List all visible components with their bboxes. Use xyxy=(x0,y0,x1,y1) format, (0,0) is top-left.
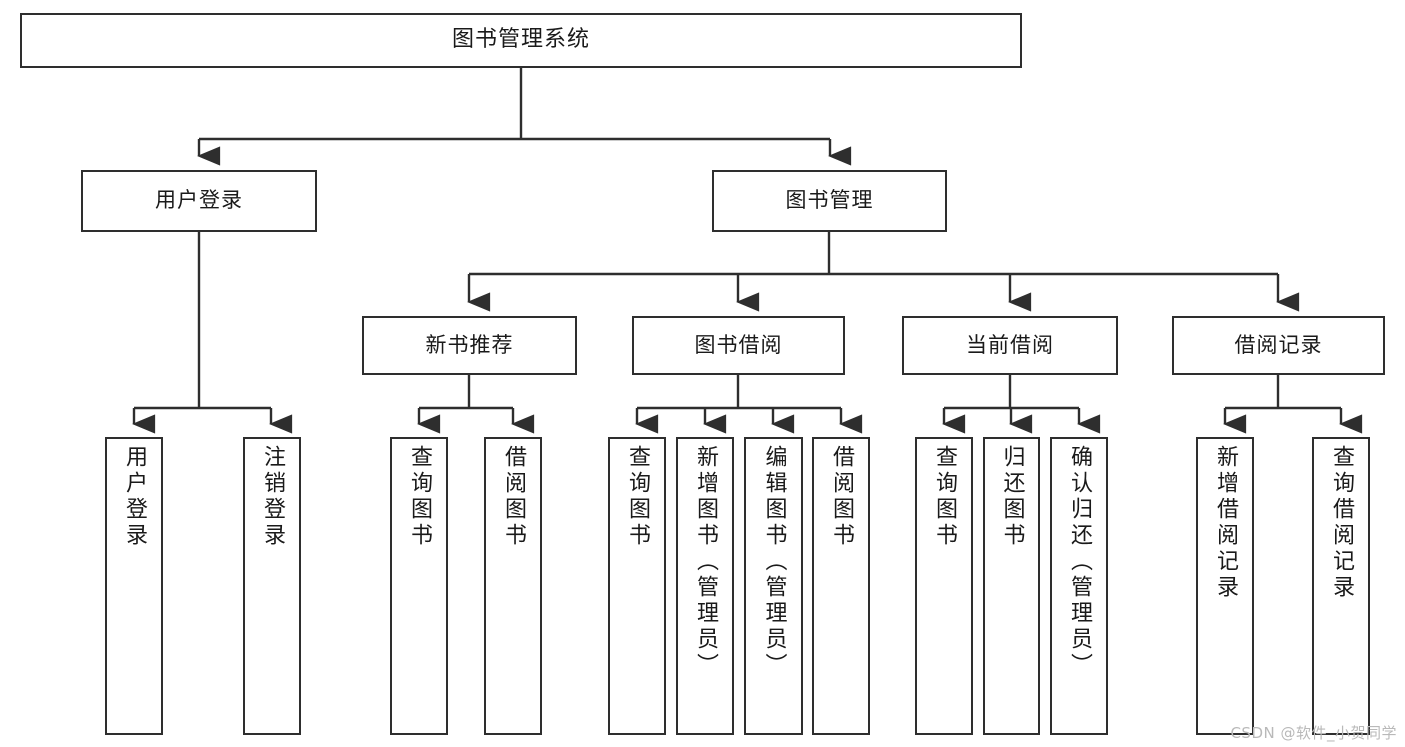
node-leaf-borrow-book-1-label: 借阅图书 xyxy=(501,445,526,549)
node-leaf-add-borrow-record[interactable]: 新增借阅记录 xyxy=(1196,437,1254,735)
node-user-login-label: 用户登录 xyxy=(155,188,243,213)
node-leaf-borrow-book-1[interactable]: 借阅图书 xyxy=(484,437,542,735)
node-leaf-borrow-book-2-label: 借阅图书 xyxy=(829,445,854,549)
node-leaf-return-book-label: 归还图书 xyxy=(999,445,1025,549)
node-leaf-confirm-return-admin-label: 确认归还（管理员） xyxy=(1067,445,1092,679)
node-leaf-query-book-3[interactable]: 查询图书 xyxy=(915,437,973,735)
node-root[interactable]: 图书管理系统 xyxy=(20,13,1022,68)
node-leaf-return-book[interactable]: 归还图书 xyxy=(983,437,1040,735)
node-borrow-record[interactable]: 借阅记录 xyxy=(1172,316,1385,375)
node-current-borrow[interactable]: 当前借阅 xyxy=(902,316,1118,375)
node-leaf-query-book-2[interactable]: 查询图书 xyxy=(608,437,666,735)
node-leaf-add-book-admin-label: 新增图书（管理员） xyxy=(693,445,718,679)
node-leaf-confirm-return-admin[interactable]: 确认归还（管理员） xyxy=(1050,437,1108,735)
node-leaf-query-book-1-label: 查询图书 xyxy=(407,445,432,549)
node-leaf-borrow-book-2[interactable]: 借阅图书 xyxy=(812,437,870,735)
node-leaf-query-borrow-record-label: 查询借阅记录 xyxy=(1329,445,1354,601)
node-new-book-recommend[interactable]: 新书推荐 xyxy=(362,316,577,375)
node-new-book-recommend-label: 新书推荐 xyxy=(425,332,514,357)
node-book-borrow[interactable]: 图书借阅 xyxy=(632,316,845,375)
node-leaf-edit-book-admin[interactable]: 编辑图书（管理员） xyxy=(744,437,803,735)
node-current-borrow-label: 当前借阅 xyxy=(966,332,1054,357)
node-leaf-logout[interactable]: 注销登录 xyxy=(243,437,301,735)
node-book-borrow-label: 图书借阅 xyxy=(694,332,783,357)
node-leaf-user-login-label: 用户登录 xyxy=(122,445,147,549)
node-root-label: 图书管理系统 xyxy=(451,27,590,53)
node-leaf-add-borrow-record-label: 新增借阅记录 xyxy=(1213,445,1238,601)
watermark: CSDN @软件_小贺同学 xyxy=(1230,724,1397,742)
node-book-manage-label: 图书管理 xyxy=(785,188,874,213)
node-leaf-edit-book-admin-label: 编辑图书（管理员） xyxy=(761,445,787,679)
node-borrow-record-label: 借阅记录 xyxy=(1234,332,1323,357)
node-user-login[interactable]: 用户登录 xyxy=(81,170,317,232)
node-leaf-query-book-1[interactable]: 查询图书 xyxy=(390,437,448,735)
node-leaf-query-book-2-label: 查询图书 xyxy=(625,445,650,549)
node-leaf-logout-label: 注销登录 xyxy=(260,445,285,549)
node-leaf-add-book-admin[interactable]: 新增图书（管理员） xyxy=(676,437,734,735)
node-book-manage[interactable]: 图书管理 xyxy=(712,170,947,232)
node-leaf-query-book-3-label: 查询图书 xyxy=(932,445,957,549)
node-leaf-user-login[interactable]: 用户登录 xyxy=(105,437,163,735)
node-leaf-query-borrow-record[interactable]: 查询借阅记录 xyxy=(1312,437,1370,735)
